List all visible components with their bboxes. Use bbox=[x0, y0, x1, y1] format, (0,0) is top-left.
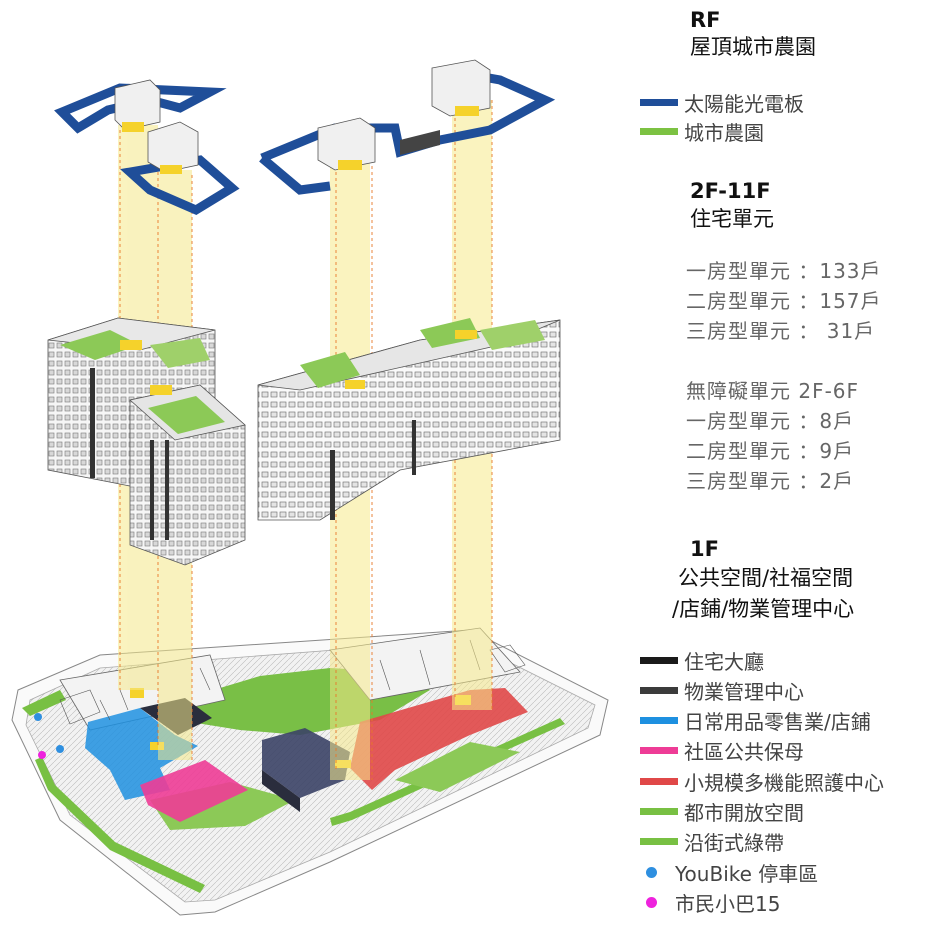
legend-swatch bbox=[640, 686, 678, 694]
ground-floor-plan bbox=[11, 627, 609, 916]
roof-level bbox=[54, 59, 556, 216]
solar-swatch bbox=[640, 98, 678, 106]
legend-label: 太陽能光電板 bbox=[684, 91, 804, 116]
roof-title: RF bbox=[690, 8, 721, 32]
legend-swatch bbox=[640, 838, 678, 846]
care-center-area bbox=[350, 688, 528, 790]
legend-label: YouBike 停車區 bbox=[675, 861, 819, 886]
youbike-marker bbox=[56, 745, 64, 753]
legend-label: 日常用品零售業/店鋪 bbox=[684, 710, 871, 735]
legend-item: 社區公共保母 bbox=[640, 738, 804, 764]
legend-item: 市民小巴15 bbox=[640, 889, 781, 916]
legend-label: 市民小巴15 bbox=[675, 891, 781, 916]
legend-item: 日常用品零售業/店鋪 bbox=[640, 708, 871, 734]
legend-swatch bbox=[640, 656, 678, 664]
legend-dot-icon bbox=[646, 896, 657, 908]
ground-subtitle-line2: /店鋪/物業管理中心 bbox=[672, 597, 855, 621]
community-nanny-area bbox=[140, 760, 248, 822]
legend-label: 社區公共保母 bbox=[684, 740, 804, 765]
legend-item-solar: 太陽能光電板 bbox=[640, 89, 804, 116]
legend-label: 沿街式綠帶 bbox=[684, 831, 784, 856]
ground-title: 1F bbox=[690, 537, 719, 561]
bus-stop-marker bbox=[38, 751, 46, 759]
legend-label: 城市農園 bbox=[684, 120, 764, 145]
building-illustration bbox=[11, 59, 609, 916]
accessible-unit-row: 三房型單元 ：2戶 bbox=[686, 469, 855, 493]
legend-item-urban-farm: 城市農園 bbox=[640, 118, 764, 145]
ground-subtitle-line1: 公共空間/社福空間 bbox=[678, 566, 854, 590]
legend-item: 物業管理中心 bbox=[640, 677, 804, 704]
legend-swatch bbox=[640, 717, 678, 725]
legend-item: 沿街式綠帶 bbox=[640, 829, 784, 855]
accessible-title: 無障礙單元 2F-6F bbox=[686, 379, 860, 403]
residential-subtitle: 住宅單元 bbox=[690, 207, 774, 231]
legend-item: 都市開放空間 bbox=[640, 799, 804, 825]
legend-item: 小規模多機能照護中心 bbox=[640, 768, 884, 795]
legend-swatch bbox=[640, 777, 678, 785]
residential-tower-left bbox=[47, 317, 246, 566]
legend-swatch bbox=[640, 747, 678, 755]
legend-item: YouBike 停車區 bbox=[640, 859, 819, 886]
roof-subtitle: 屋頂城市農園 bbox=[690, 35, 816, 59]
accessible-unit-row: 二房型單元 ：9戶 bbox=[686, 439, 855, 463]
management-center bbox=[262, 728, 350, 798]
unit-count-row: 二房型單元 ：157戶 bbox=[686, 289, 882, 313]
legend-label: 住宅大廳 bbox=[684, 649, 764, 674]
residential-title: 2F-11F bbox=[690, 179, 771, 203]
legend-dot-icon bbox=[646, 866, 657, 878]
street-green-belt bbox=[35, 757, 205, 893]
legend-swatch bbox=[640, 808, 678, 815]
legend-label: 物業管理中心 bbox=[684, 679, 804, 704]
exploded-axonometric-diagram bbox=[11, 59, 609, 916]
unit-count-row: 三房型單元 ： 31戶 bbox=[686, 319, 876, 343]
unit-count-row: 一房型單元 ：133戶 bbox=[686, 259, 882, 283]
legend-label: 小規模多機能照護中心 bbox=[684, 770, 884, 795]
accessible-unit-row: 一房型單元 ：8戶 bbox=[686, 409, 855, 433]
residential-tower-right bbox=[257, 318, 561, 521]
urban-farm-swatch bbox=[640, 127, 678, 135]
legend-panel: RF 屋頂城市農園 太陽能光電板 城市農園 2F-11F 住宅單元 一房型單元 … bbox=[640, 0, 941, 931]
legend-label: 都市開放空間 bbox=[684, 801, 804, 825]
legend-item: 住宅大廳 bbox=[640, 647, 764, 674]
youbike-marker bbox=[34, 713, 42, 721]
